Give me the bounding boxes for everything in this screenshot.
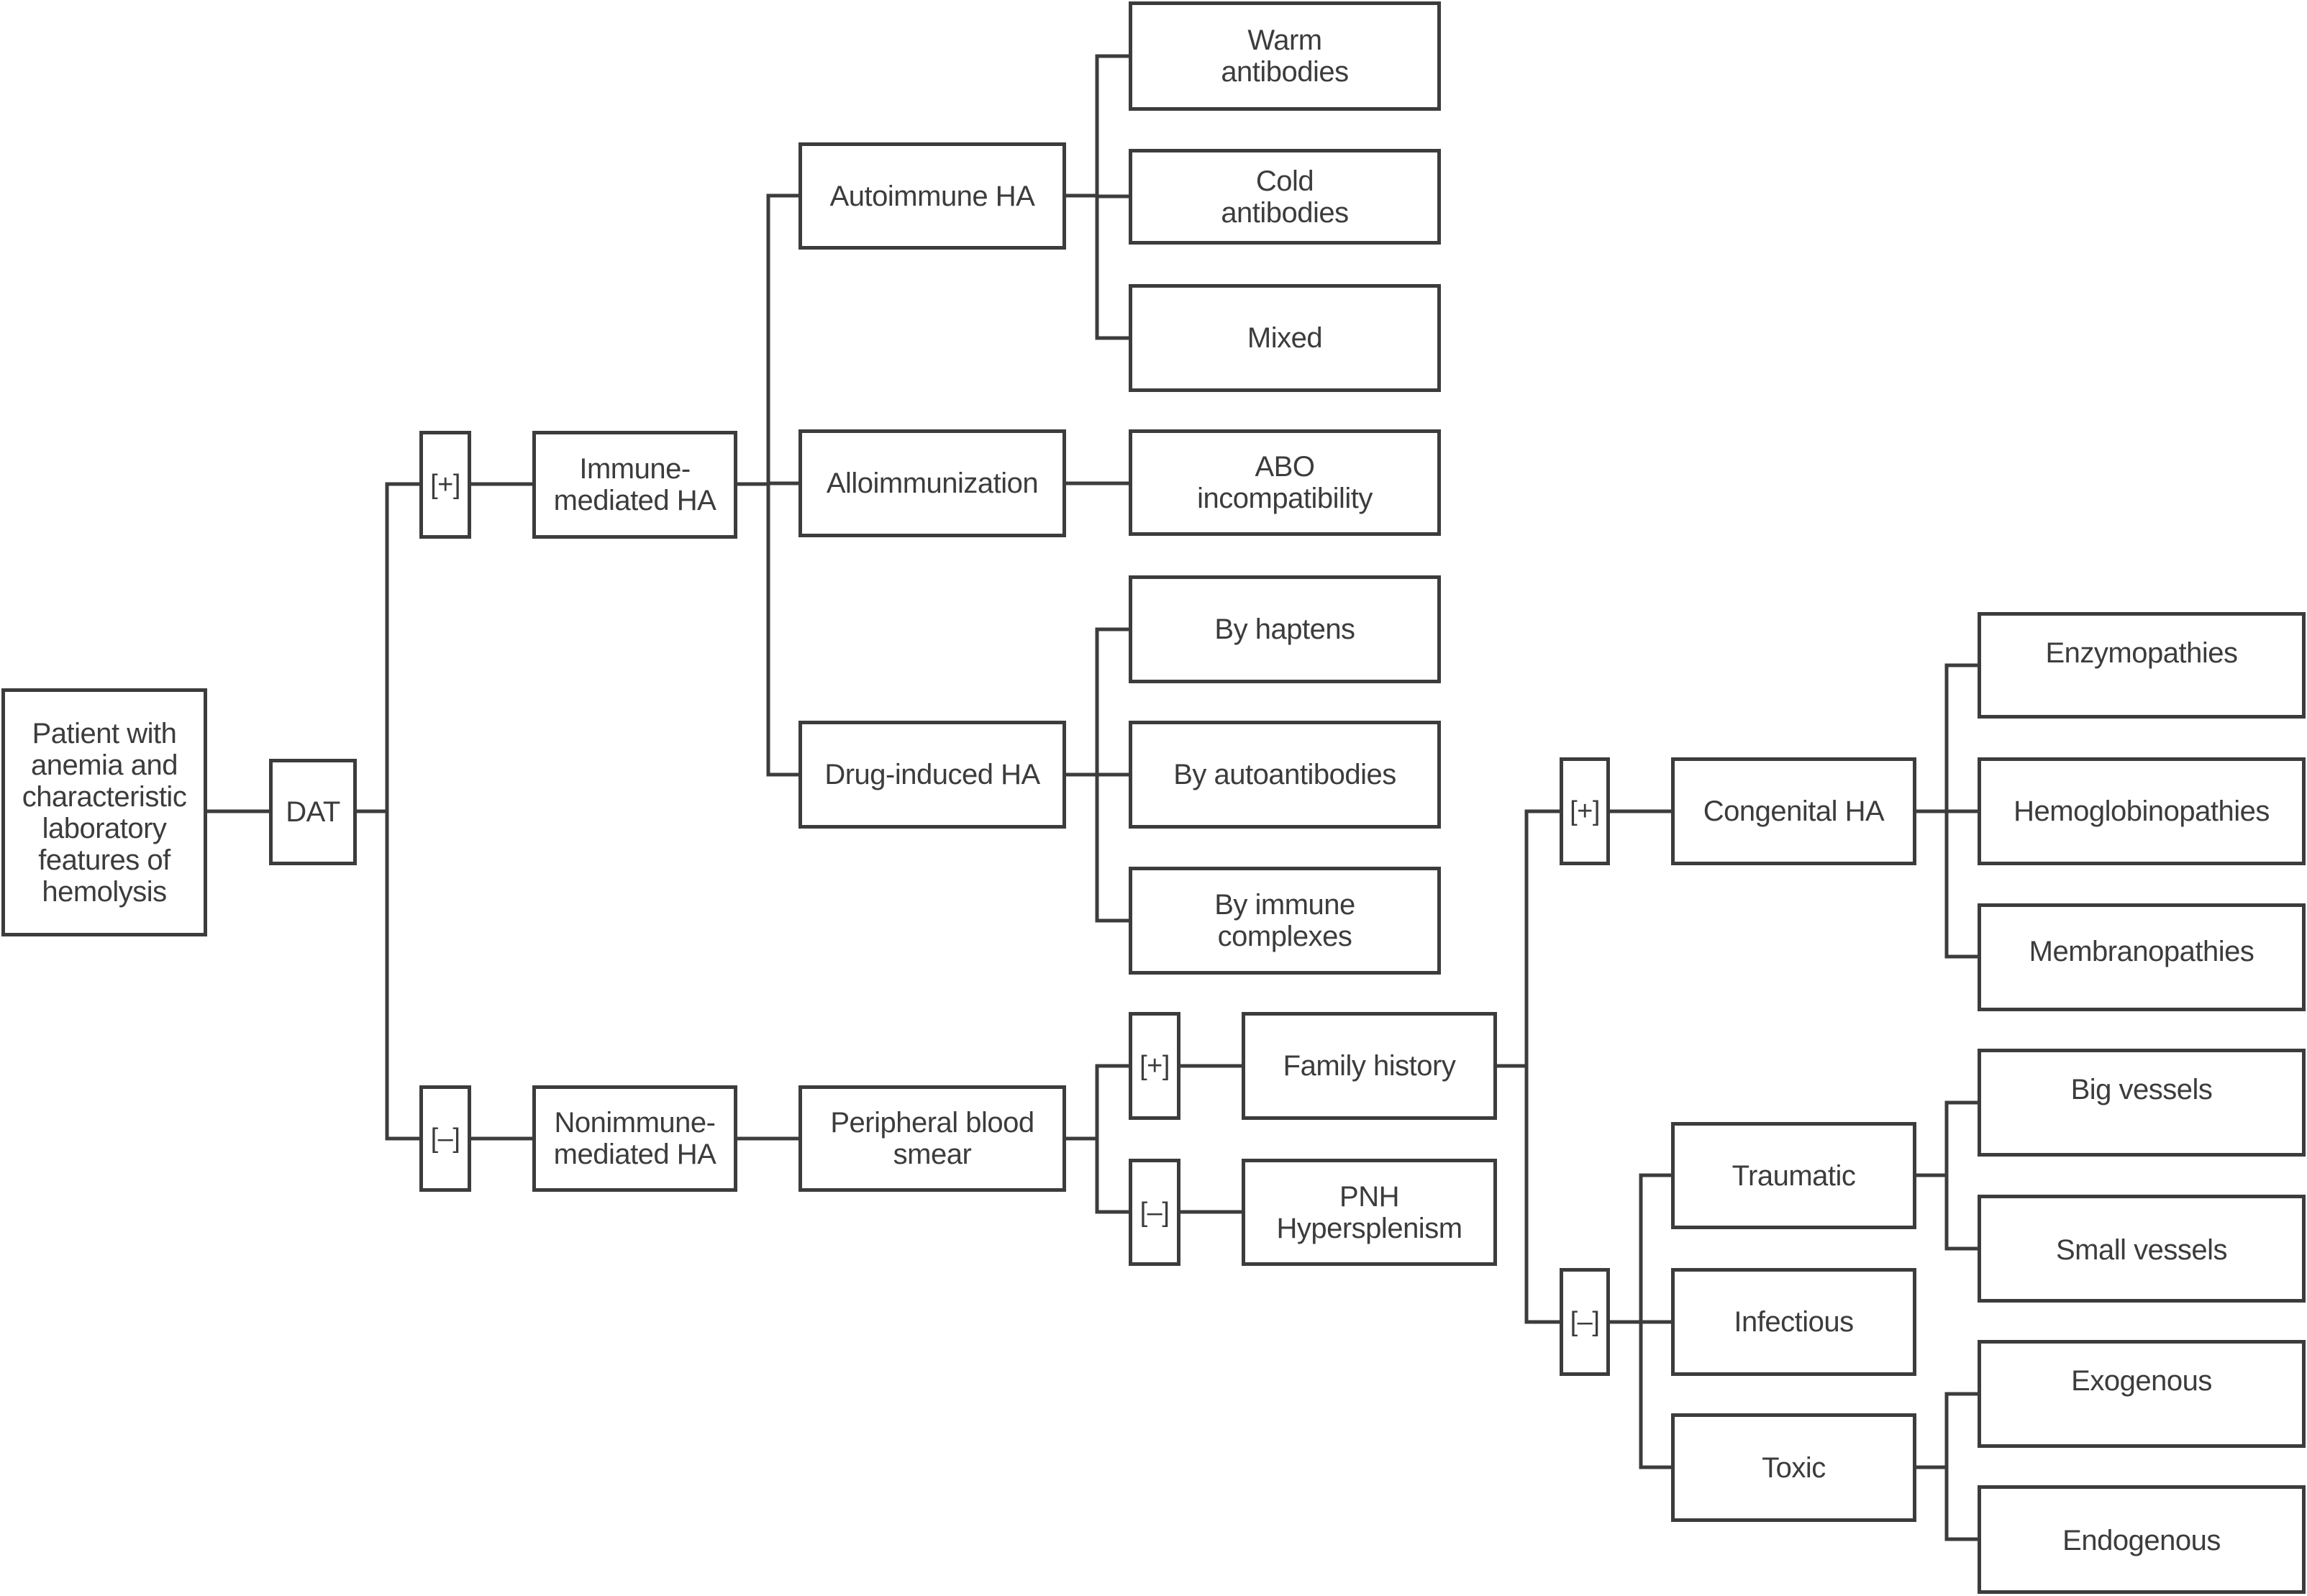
node-enzymopathies: Enzymopathies <box>1978 612 2306 719</box>
node-pnh-hypersplenism: PNH Hypersplenism <box>1242 1159 1497 1266</box>
node-by-immune-complexes: By immune complexes <box>1129 867 1441 975</box>
node-by-haptens: By haptens <box>1129 575 1441 683</box>
node-patient: Patient with anemia and characteristic l… <box>1 688 207 936</box>
node-dat-positive: [+] <box>419 431 471 539</box>
node-alloimmunization: Alloimmunization <box>798 429 1066 537</box>
node-immune-mediated: Immune- mediated HA <box>532 431 737 539</box>
node-hemoglobinopathies: Hemoglobinopathies <box>1978 757 2306 865</box>
node-nonimmune-mediated: Nonimmune- mediated HA <box>532 1085 737 1192</box>
node-dat-negative: [–] <box>419 1085 471 1192</box>
node-smear-negative: [–] <box>1129 1159 1180 1266</box>
node-family-positive: [+] <box>1560 757 1610 865</box>
node-endogenous: Endogenous <box>1978 1485 2306 1594</box>
node-traumatic: Traumatic <box>1671 1122 1916 1229</box>
node-exogenous: Exogenous <box>1978 1340 2306 1448</box>
node-small-vessels: Small vessels <box>1978 1195 2306 1303</box>
node-mixed: Mixed <box>1129 284 1441 392</box>
node-by-autoantibodies: By autoantibodies <box>1129 721 1441 829</box>
node-peripheral-smear: Peripheral blood smear <box>798 1085 1066 1192</box>
node-cold-antibodies: Cold antibodies <box>1129 149 1441 245</box>
node-congenital: Congenital HA <box>1671 757 1916 865</box>
node-warm-antibodies: Warm antibodies <box>1129 1 1441 111</box>
node-toxic: Toxic <box>1671 1413 1916 1522</box>
node-family-history: Family history <box>1242 1012 1497 1120</box>
node-big-vessels: Big vessels <box>1978 1049 2306 1157</box>
node-family-negative: [–] <box>1560 1268 1610 1376</box>
node-infectious: Infectious <box>1671 1268 1916 1376</box>
node-dat: DAT <box>269 759 357 865</box>
node-drug-induced: Drug-induced HA <box>798 721 1066 829</box>
node-autoimmune: Autoimmune HA <box>798 142 1066 250</box>
node-smear-positive: [+] <box>1129 1012 1180 1120</box>
node-membranopathies: Membranopathies <box>1978 903 2306 1011</box>
node-abo-incompatibility: ABO incompatibility <box>1129 429 1441 536</box>
